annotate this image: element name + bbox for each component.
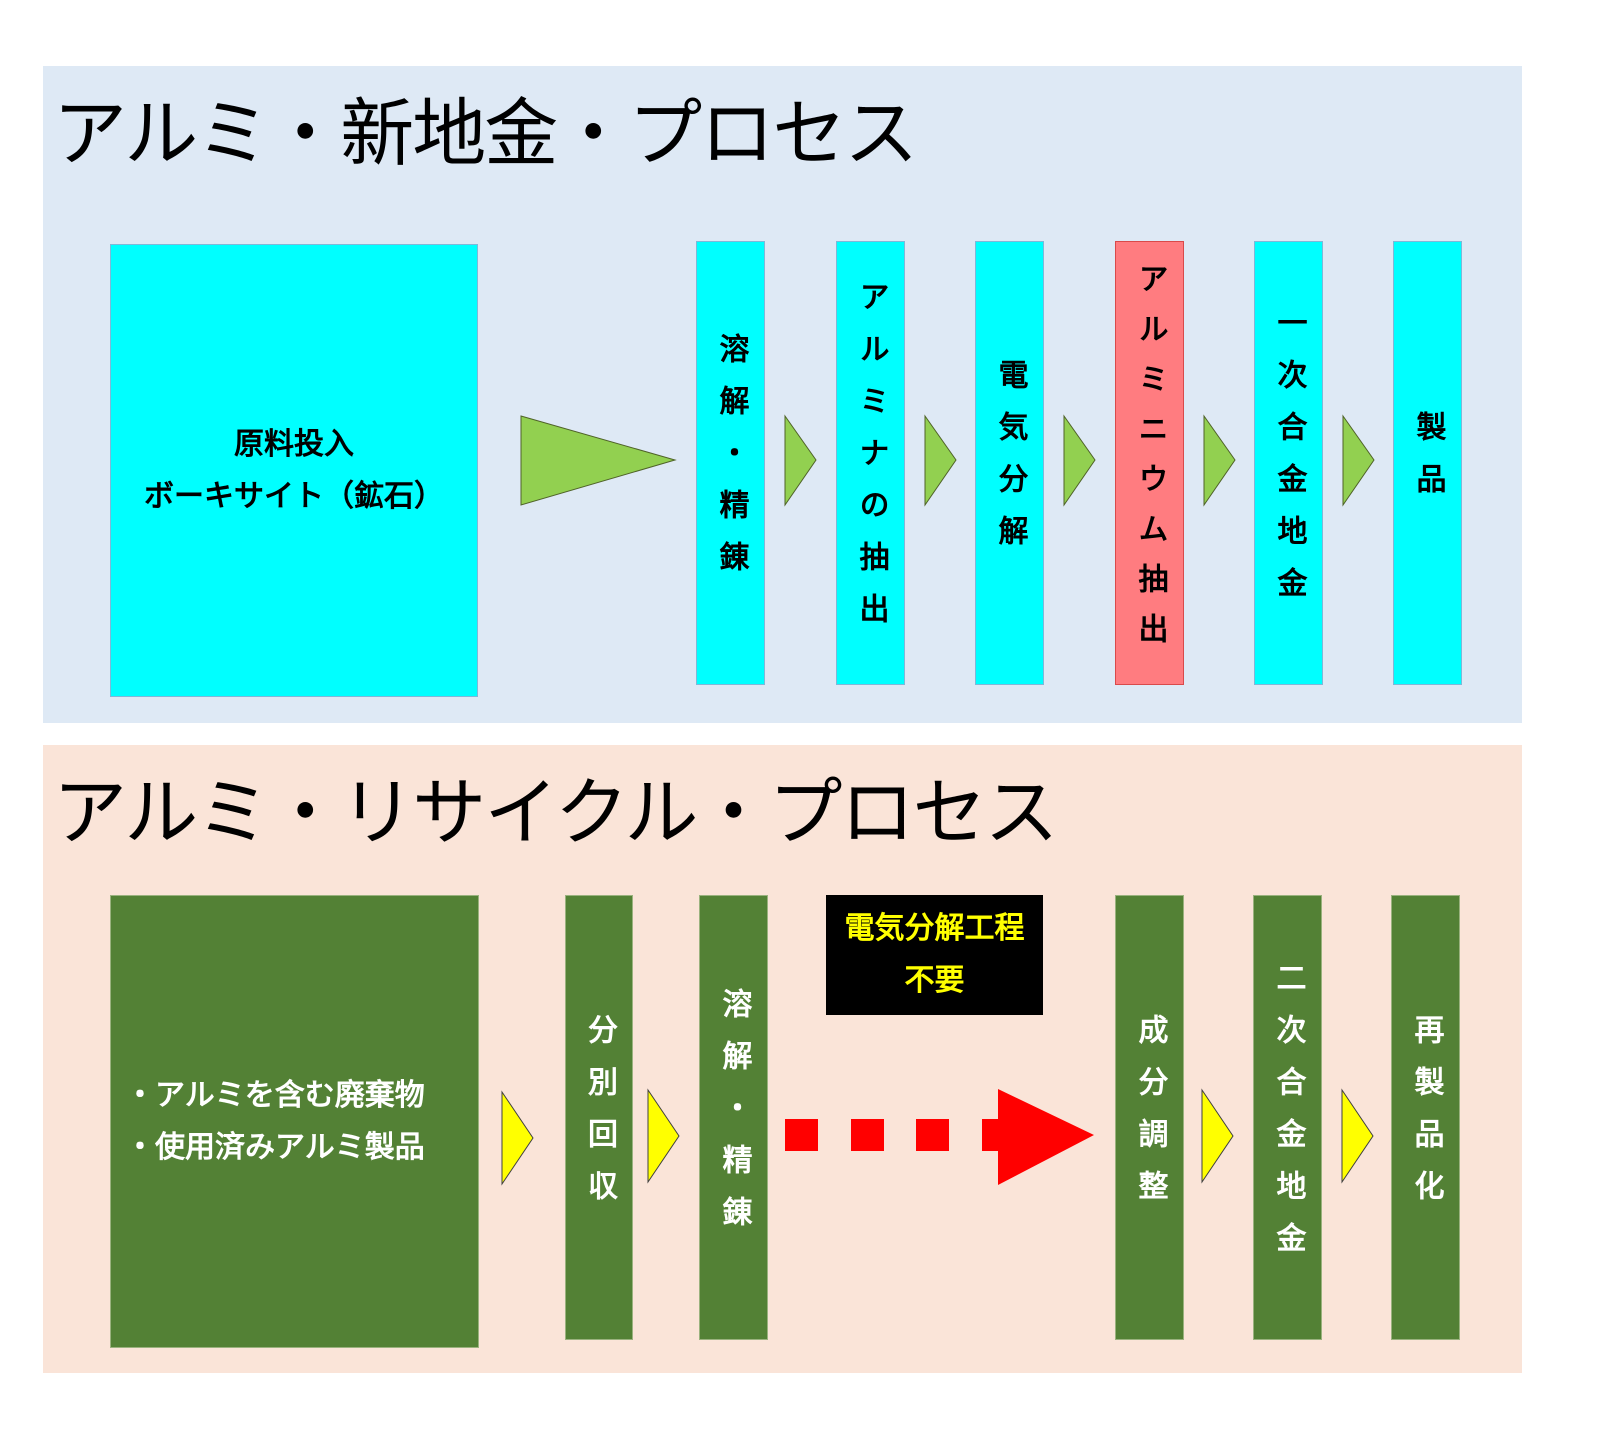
step-remanufacturing: 再製品化 xyxy=(1391,895,1460,1340)
step-label: 溶解・精錬 xyxy=(713,333,749,593)
step-dissolve-refine: 溶解・精錬 xyxy=(696,241,765,685)
step-label: 成分調整 xyxy=(1132,1013,1168,1222)
step-label: 溶解・精錬 xyxy=(716,987,752,1248)
step-label: 二次合金地金 xyxy=(1270,961,1306,1274)
step-composition-adjustment: 成分調整 xyxy=(1115,895,1184,1340)
dash-segment xyxy=(785,1119,818,1151)
step-label: 分別回収 xyxy=(582,1013,617,1222)
waste-line-2: ・使用済みアルミ製品 xyxy=(125,1129,425,1165)
step-sorted-collection: 分別回収 xyxy=(565,895,633,1340)
triangle-right-icon xyxy=(784,414,817,507)
triangle-right-icon xyxy=(647,1088,680,1184)
step-label: 製品 xyxy=(1410,411,1446,515)
triangle-right-icon xyxy=(520,415,677,506)
step-label: アルミニウム抽出 xyxy=(1132,263,1168,663)
step-label: 再製品化 xyxy=(1408,1013,1444,1222)
note-line-1: 電気分解工程 xyxy=(844,911,1025,946)
dash-segment xyxy=(916,1119,949,1151)
triangle-right-icon xyxy=(1201,1088,1234,1184)
step-alumina-extraction: アルミナの抽出 xyxy=(836,241,905,685)
dash-segment xyxy=(851,1119,884,1151)
step-label: アルミナの抽出 xyxy=(853,281,889,645)
waste-input-box: ・アルミを含む廃棄物 ・使用済みアルミ製品 xyxy=(110,895,479,1348)
raw-material-box: 原料投入 ボーキサイト（鉱石） xyxy=(110,244,478,697)
triangle-right-icon xyxy=(1203,414,1236,507)
step-secondary-alloy-ingot: 二次合金地金 xyxy=(1253,895,1322,1340)
step-electrolysis: 電気分解 xyxy=(975,241,1044,685)
note-line-2: 不要 xyxy=(904,963,965,998)
raw-material-line-2: ボーキサイト（鉱石） xyxy=(144,478,444,514)
triangle-right-icon xyxy=(501,1090,534,1186)
electrolysis-not-required-note: 電気分解工程 不要 xyxy=(826,895,1043,1015)
step-aluminium-extraction: アルミニウム抽出 xyxy=(1115,241,1184,685)
raw-material-line-1: 原料投入 xyxy=(234,426,354,462)
triangle-right-icon xyxy=(1341,1088,1374,1184)
step-dissolve-refine: 溶解・精錬 xyxy=(699,895,768,1340)
recycle-process-title: アルミ・リサイクル・プロセス xyxy=(53,770,1059,856)
triangle-right-icon xyxy=(924,414,957,507)
triangle-right-icon xyxy=(1342,414,1375,507)
step-product: 製品 xyxy=(1393,241,1462,685)
dotted-arrow-right-icon xyxy=(785,1089,1094,1185)
triangle-right-icon xyxy=(1063,414,1096,507)
arrow-head xyxy=(998,1089,1094,1185)
step-primary-alloy-ingot: 一次合金地金 xyxy=(1254,241,1323,685)
step-label: 電気分解 xyxy=(992,359,1028,567)
waste-line-1: ・アルミを含む廃棄物 xyxy=(125,1077,425,1113)
step-label: 一次合金地金 xyxy=(1271,307,1307,619)
new-process-title: アルミ・新地金・プロセス xyxy=(53,91,918,177)
